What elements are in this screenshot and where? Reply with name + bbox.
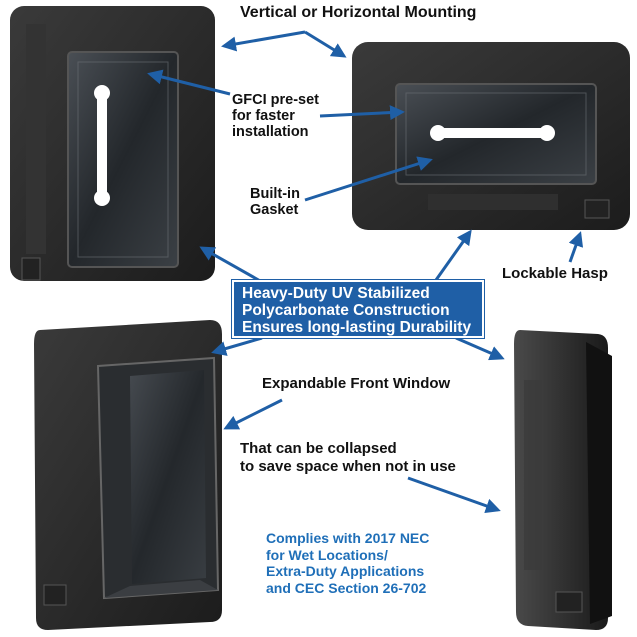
banner-line-3: Ensures long-lasting Durability (242, 319, 472, 336)
arrow-mount-right (304, 30, 347, 58)
compliance-line-2: for Wet Locations/ (266, 546, 388, 563)
callout-collapse-line-2: to save space when not in use (240, 458, 456, 475)
callout-mounting: Vertical or Horizontal Mounting (240, 4, 477, 21)
compliance-line-1: Complies with 2017 NEC (266, 530, 430, 546)
callout-gasket-line-1: Built-in (250, 186, 300, 202)
arrow-gfci-right (319, 105, 405, 121)
horizontal-cover-image (352, 42, 630, 230)
callout-gfci-line-3: installation (232, 124, 309, 141)
callout-window: Expandable Front Window (262, 375, 451, 392)
vertical-cover-image (10, 6, 215, 281)
arrow-banner-down-right (455, 336, 505, 361)
expanded-window-image (34, 320, 222, 630)
arrow-gfci-left (147, 69, 231, 96)
side-profile-image (514, 330, 612, 630)
callout-arrows (147, 30, 584, 514)
callout-gasket: Built-in Gasket (250, 186, 300, 218)
callout-collapse-line-1: That can be collapsed (240, 440, 397, 457)
durability-banner: Heavy-Duty UV Stabilized Polycarbonate C… (232, 280, 484, 338)
arrow-banner-up-left (199, 246, 263, 284)
arrow-mount-left (221, 30, 306, 52)
compliance-line-4: and CEC Section 26-702 (266, 579, 427, 596)
arrow-hasp (568, 231, 584, 263)
callout-collapse: That can be collapsed to save space when… (240, 440, 456, 476)
banner-line-1: Heavy-Duty UV Stabilized (242, 285, 430, 302)
arrow-collapse (407, 476, 501, 514)
callout-hasp: Lockable Hasp (502, 265, 608, 282)
banner-line-2: Polycarbonate Construction (242, 302, 450, 319)
compliance-text: Complies with 2017 NEC for Wet Locations… (266, 530, 429, 596)
compliance-line-3: Extra-Duty Applications (266, 563, 425, 579)
callout-gfci-line-2: for faster (232, 108, 295, 125)
arrow-banner-up-right (434, 229, 472, 281)
arrow-gasket (304, 156, 433, 202)
arrow-window (223, 398, 283, 430)
callout-gfci: GFCI pre-set for faster installation (232, 92, 319, 141)
callout-gasket-line-2: Gasket (250, 202, 299, 219)
callout-gfci-line-1: GFCI pre-set (232, 92, 320, 108)
arrow-banner-down-left (211, 336, 263, 356)
